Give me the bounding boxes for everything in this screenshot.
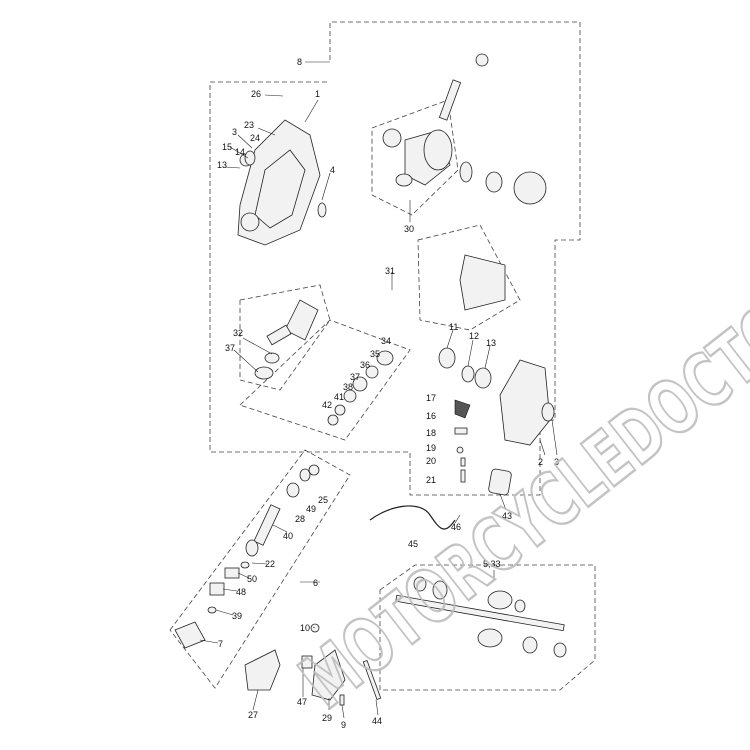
- part-label: 6: [313, 578, 318, 588]
- part-label: 22: [265, 559, 275, 569]
- part-label: 34: [381, 336, 391, 346]
- part-label: 43: [502, 511, 512, 521]
- part-label: 14: [235, 147, 245, 157]
- part-label: 42: [322, 400, 332, 410]
- part-label: 1: [315, 89, 320, 99]
- assembly-group-outlines: [169, 21, 596, 691]
- part-label: 50: [247, 574, 257, 584]
- part-label: 27: [248, 710, 258, 720]
- part-label: 5,33: [483, 559, 501, 569]
- part-label: 49: [306, 504, 316, 514]
- part-label: 37: [225, 343, 235, 353]
- part-label: 21: [426, 475, 436, 485]
- part-label: 17: [426, 393, 436, 403]
- part-label: 7: [218, 639, 223, 649]
- part-label: 39: [232, 611, 242, 621]
- part-label: 24: [250, 133, 260, 143]
- part-label: 18: [426, 428, 436, 438]
- part-label: 40: [283, 531, 293, 541]
- part-label: 13: [217, 160, 227, 170]
- part-labels: 8 26 1 23 3 24 14 15 13 4 30 31 32 37 11…: [217, 57, 559, 730]
- part-label: 29: [322, 713, 332, 723]
- part-label: 37: [350, 372, 360, 382]
- leader-lines: [199, 61, 558, 719]
- part-label: 48: [236, 587, 246, 597]
- part-label: 9: [341, 720, 346, 730]
- part-label: 44: [372, 716, 382, 726]
- part-label: 26: [251, 89, 261, 99]
- part-label: 47: [297, 697, 307, 707]
- part-label: 20: [426, 456, 436, 466]
- part-label: 8: [297, 57, 302, 67]
- part-label: 11: [449, 322, 458, 332]
- part-label: 28: [295, 514, 305, 524]
- part-label: 45: [408, 539, 418, 549]
- part-label: 12: [469, 331, 479, 341]
- part-label: 3: [554, 457, 559, 467]
- parts: [174, 53, 567, 706]
- part-label: 30: [404, 224, 414, 234]
- part-label: 2: [538, 457, 543, 467]
- part-label: 15: [222, 142, 232, 152]
- part-label: 25: [318, 495, 328, 505]
- part-label: 41: [334, 392, 344, 402]
- part-label: 32: [233, 328, 243, 338]
- part-label: 31: [385, 266, 395, 276]
- part-label: 46: [451, 522, 461, 532]
- part-label: 19: [426, 443, 436, 453]
- part-label: 13: [486, 338, 496, 348]
- watermark-text: MOTORCYCLEDOCTOR: [285, 263, 750, 725]
- part-label: 4: [330, 165, 335, 175]
- part-label: 38: [343, 382, 353, 392]
- part-label: 35: [370, 349, 380, 359]
- part-label: 23: [244, 120, 254, 130]
- part-label: 16: [426, 411, 436, 421]
- part-label: 3: [232, 127, 237, 137]
- part-label: 36: [360, 360, 370, 370]
- part-label: 10: [300, 623, 310, 633]
